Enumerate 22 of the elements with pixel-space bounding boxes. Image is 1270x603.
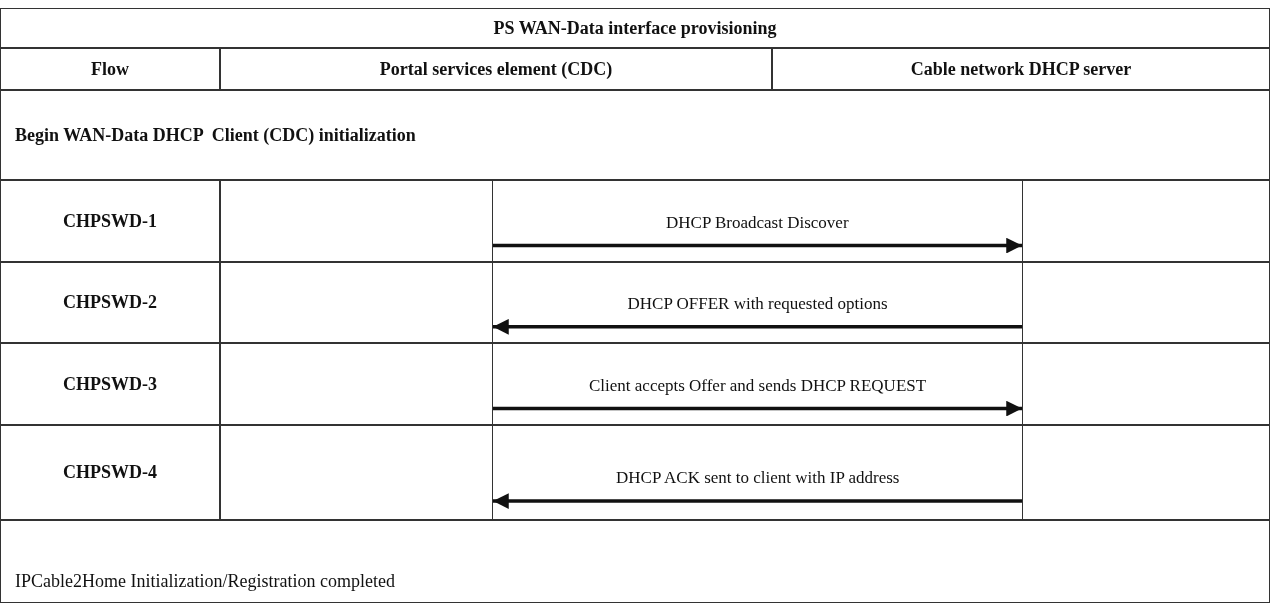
arrow (493, 493, 1022, 509)
step-cell: CHPSWD-1 (0, 180, 220, 262)
empty-table-cell (1022, 180, 1270, 262)
empty-table-cell (1022, 262, 1270, 343)
column-header-cell: Flow (0, 48, 220, 90)
step-cell: CHPSWD-3 (0, 343, 220, 425)
empty-table-cell (1022, 425, 1270, 520)
step-cell: CHPSWD-4 (0, 425, 220, 520)
section-header-cell: Begin WAN-Data DHCP Client (CDC) initialization (0, 90, 1270, 180)
arrow (493, 400, 1022, 417)
empty-table-cell (220, 262, 493, 343)
column-header-cell: Cable network DHCP server (772, 48, 1270, 90)
empty-table-cell (220, 425, 493, 520)
title-cell: PS WAN-Data interface provisioning (0, 8, 1270, 48)
empty-table-cell (220, 343, 493, 425)
column-header-cell: Portal services element (CDC) (220, 48, 772, 90)
empty-table-cell (220, 180, 493, 262)
arrow (493, 318, 1022, 335)
step-cell: CHPSWD-2 (0, 262, 220, 343)
empty-table-cell (1022, 343, 1270, 425)
arrow (493, 237, 1022, 254)
note-cell: IPCable2Home Initialization/Registration completed (0, 520, 1270, 603)
